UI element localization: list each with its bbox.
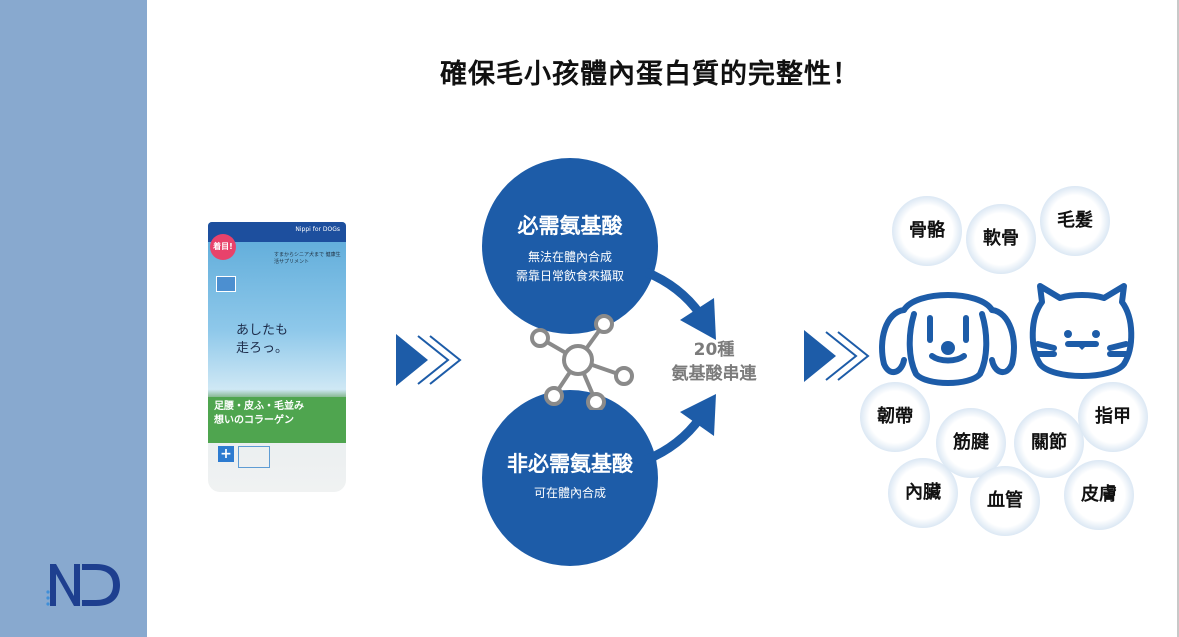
chevron-right-icon: [396, 334, 462, 386]
dog-and-cat-icon: [879, 283, 1135, 386]
bubble-bone: 骨骼: [892, 196, 962, 266]
bubble-blood-vessel: 血管: [970, 466, 1040, 536]
page-title: 確保毛小孩體內蛋白質的完整性！: [440, 59, 860, 90]
package-top-band: [208, 222, 346, 242]
package-green-line2: 想いのコラーゲン: [214, 415, 294, 426]
nonessential-amino-acid-circle: 非必需氨基酸 可在體內合成: [482, 390, 658, 566]
bubble-nail: 指甲: [1078, 382, 1148, 452]
package-brand-label: Nippi for DOGs: [295, 226, 340, 233]
bubble-skin: 皮膚: [1064, 460, 1134, 530]
essential-sub2: 需靠日常飲食來攝取: [515, 269, 624, 283]
package-plus-icon: +: [218, 446, 234, 462]
right-divider: [1177, 0, 1179, 637]
essential-sub1: 無法在體內合成: [527, 250, 612, 264]
bubble-cartilage: 軟骨: [966, 204, 1036, 274]
package-badge: 着目!: [210, 234, 236, 260]
nonessential-title: 非必需氨基酸: [507, 452, 633, 476]
package-info-box: [238, 446, 270, 468]
essential-amino-acid-circle: 必需氨基酸 無法在體內合成 需靠日常飲食來攝取: [482, 158, 658, 334]
amino-acid-chain-label: 20種 氨基酸串連: [650, 338, 778, 386]
bubble-joint: 關節: [1014, 408, 1084, 478]
bubble-organs: 內臟: [888, 458, 958, 528]
package-green-line1: 足腰・皮ふ・毛並み: [214, 401, 304, 412]
essential-subtitle: 無法在體內合成 需靠日常飲食來攝取: [482, 248, 658, 286]
molecule-icon: [530, 314, 634, 410]
center-line1: 20種: [693, 340, 735, 360]
sidebar-band: [0, 0, 147, 637]
bubble-hair: 毛髮: [1040, 186, 1110, 256]
product-package-image: Nippi for DOGs 着目! すまからシニア犬まで 健康生活サプリメント…: [202, 222, 350, 497]
package-small-text: すまからシニア犬まで 健康生活サプリメント: [274, 252, 341, 265]
bubble-tendon: 筋腱: [936, 408, 1006, 478]
package-body: Nippi for DOGs 着目! すまからシニア犬まで 健康生活サプリメント…: [208, 222, 346, 492]
nd-logo: [46, 564, 120, 606]
package-headline: あしたも 走ろっ。: [236, 322, 288, 358]
package-tag: [216, 276, 236, 292]
package-green-text: 足腰・皮ふ・毛並み 想いのコラーゲン: [214, 400, 304, 428]
package-headline-line2: 走ろっ。: [236, 341, 289, 356]
center-line2: 氨基酸串連: [671, 364, 757, 384]
arrow-up-right-icon: [644, 394, 716, 465]
chevron-right-icon: [804, 330, 870, 382]
essential-title: 必需氨基酸: [517, 214, 623, 238]
package-headline-line1: あしたも: [236, 323, 289, 338]
package-green-band: [208, 397, 346, 443]
arrow-down-right-icon: [644, 267, 716, 340]
bubble-ligament: 韌帶: [860, 382, 930, 452]
nonessential-subtitle: 可在體內合成: [533, 486, 606, 500]
